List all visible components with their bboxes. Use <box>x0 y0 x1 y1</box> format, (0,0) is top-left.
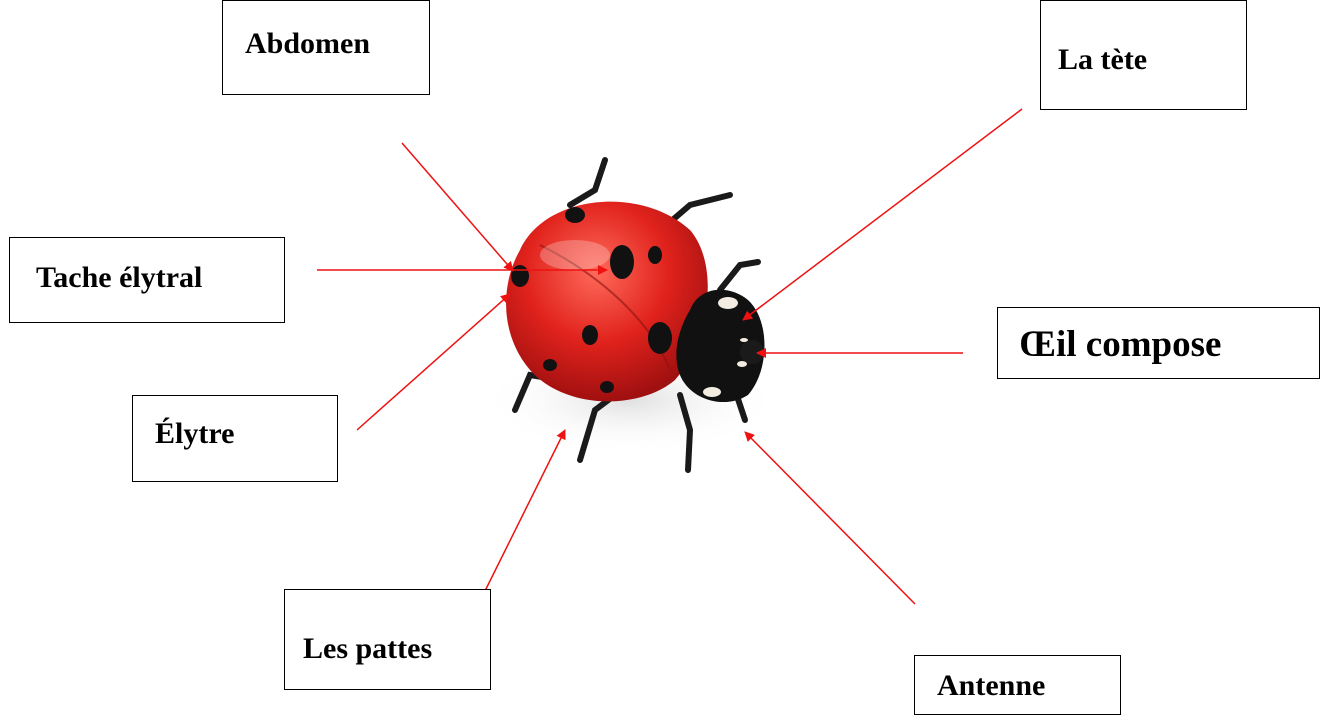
label-abdomen: Abdomen <box>222 0 430 95</box>
label-abdomen-text: Abdomen <box>245 27 370 61</box>
label-pattes-text: Les pattes <box>303 632 432 666</box>
arrow-tete <box>743 109 1022 320</box>
label-elytre: Élytre <box>132 395 338 482</box>
ladybug-image <box>480 160 780 470</box>
label-tete: La tète <box>1040 0 1247 110</box>
label-elytre-text: Élytre <box>155 417 234 451</box>
label-tache: Tache élytral <box>9 237 285 323</box>
elytra-shell <box>506 202 708 402</box>
arrow-pattes <box>480 430 565 601</box>
label-oeil-text: Œil compose <box>1019 323 1221 366</box>
arrow-abdomen <box>402 143 513 271</box>
arrow-antenne <box>745 432 915 604</box>
label-antenne: Antenne <box>914 655 1121 715</box>
label-tache-text: Tache élytral <box>36 261 202 295</box>
label-pattes: Les pattes <box>284 589 491 690</box>
label-antenne-text: Antenne <box>937 669 1045 703</box>
label-tete-text: La tète <box>1058 43 1147 77</box>
label-oeil: Œil compose <box>997 307 1320 379</box>
